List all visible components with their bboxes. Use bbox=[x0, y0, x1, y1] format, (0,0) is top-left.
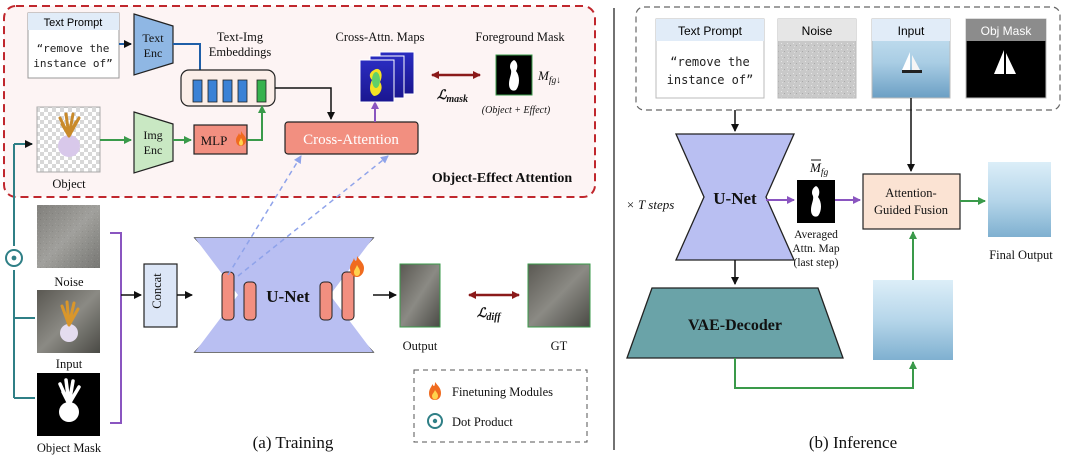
attention-guided-fusion-block: Attention- Guided Fusion bbox=[862, 173, 961, 230]
text-prompt-card: Text Prompt “remove the instance of” bbox=[27, 12, 120, 79]
fire-icon bbox=[350, 256, 364, 277]
embeddings-title-line1: Text-Img bbox=[217, 30, 264, 44]
image-encoder: Img Enc bbox=[133, 111, 174, 174]
img-enc-line2: Enc bbox=[144, 143, 163, 157]
embedding-token-image bbox=[256, 79, 267, 103]
object-label: Object bbox=[52, 177, 86, 191]
mlp-label: MLP bbox=[201, 133, 228, 148]
final-output-image bbox=[988, 162, 1051, 237]
inference-obj-mask-title: Obj Mask bbox=[981, 24, 1033, 38]
noise-label: Noise bbox=[54, 275, 84, 289]
text-prompt-line1: “remove the bbox=[37, 42, 110, 55]
embedding-token bbox=[237, 79, 248, 103]
decoded-image bbox=[873, 280, 953, 360]
mlp-block: MLP bbox=[193, 124, 248, 155]
inference-text-prompt-card: Text Prompt “remove the instance of” bbox=[655, 18, 765, 99]
object-mask-image bbox=[37, 373, 100, 436]
output-image bbox=[399, 263, 441, 328]
averaged-line1: Averaged bbox=[794, 229, 838, 241]
inference-input-title: Input bbox=[898, 24, 925, 38]
averaged-line2: Attn. Map bbox=[792, 243, 840, 255]
input-label: Input bbox=[56, 357, 83, 371]
mfg-label: Mfg↓ bbox=[537, 68, 561, 86]
output-label: Output bbox=[403, 339, 438, 353]
img-enc-line1: Img bbox=[143, 128, 162, 142]
gt-label: GT bbox=[551, 339, 568, 353]
object-effect-note: (Object + Effect) bbox=[482, 105, 551, 116]
gt-image bbox=[527, 263, 591, 328]
object-image bbox=[36, 106, 101, 173]
foreground-mask-label: Foreground Mask bbox=[475, 30, 565, 44]
loss-diff-label: ℒdiff bbox=[477, 305, 502, 323]
cross-attention-label: Cross-Attention bbox=[303, 132, 399, 148]
text-enc-line2: Enc bbox=[144, 46, 163, 60]
unet-inference: U-Net bbox=[674, 133, 796, 261]
unet-attn-layer bbox=[341, 271, 355, 321]
inference-unet-label: U-Net bbox=[713, 189, 757, 208]
legend-dot-label: Dot Product bbox=[452, 415, 513, 429]
embedding-token bbox=[222, 79, 233, 103]
inference-obj-mask-card: Obj Mask bbox=[965, 18, 1047, 99]
fire-icon bbox=[429, 382, 441, 400]
averaged-attn-map-image bbox=[797, 180, 835, 223]
object-effect-attention-title: Object-Effect Attention bbox=[432, 171, 573, 186]
embedding-token bbox=[192, 79, 203, 103]
unet-attn-layer bbox=[243, 281, 257, 321]
inference-caption: (b) Inference bbox=[809, 433, 897, 452]
text-encoder: Text Enc bbox=[133, 13, 174, 76]
final-output-label: Final Output bbox=[989, 248, 1053, 262]
fusion-line2: Guided Fusion bbox=[874, 203, 949, 217]
inference-input-card: Input bbox=[871, 18, 951, 99]
inference-noise-title: Noise bbox=[802, 24, 833, 38]
mfg-hat-label: Mfg bbox=[809, 160, 828, 178]
text-prompt-title: Text Prompt bbox=[44, 17, 103, 29]
inference-text-prompt-title: Text Prompt bbox=[678, 24, 743, 38]
legend: Finetuning Modules Dot Product bbox=[413, 369, 588, 443]
averaged-line3: (last step) bbox=[793, 257, 838, 269]
concat-block: Concat bbox=[143, 263, 178, 328]
steps-label: × T steps bbox=[626, 197, 674, 212]
unet-label: U-Net bbox=[266, 287, 310, 306]
loss-mask-label: ℒmask bbox=[437, 87, 468, 105]
unet-training: U-Net bbox=[193, 237, 375, 353]
unet-attn-layer bbox=[221, 271, 235, 321]
cross-attn-maps-stack bbox=[359, 51, 415, 103]
fire-icon bbox=[236, 131, 246, 146]
inference-noise-card: Noise bbox=[777, 18, 857, 99]
text-enc-line1: Text bbox=[142, 31, 164, 45]
legend-finetune-label: Finetuning Modules bbox=[452, 385, 553, 399]
inference-text-prompt-line1: “remove the bbox=[670, 55, 749, 69]
vae-decoder-block: VAE-Decoder bbox=[626, 287, 844, 359]
dot-product-icon bbox=[427, 413, 443, 429]
vae-decoder-label: VAE-Decoder bbox=[688, 317, 782, 334]
fusion-line1: Attention- bbox=[885, 186, 936, 200]
object-mask-label: Object Mask bbox=[37, 441, 102, 455]
cross-attn-maps-label: Cross-Attn. Maps bbox=[336, 30, 425, 44]
unet-attn-layer bbox=[319, 281, 333, 321]
embedding-token bbox=[207, 79, 218, 103]
concat-label: Concat bbox=[150, 273, 164, 309]
cross-attention-block: Cross-Attention bbox=[284, 121, 419, 155]
dot-product-icon bbox=[5, 249, 23, 267]
inference-text-prompt-line2: instance of” bbox=[667, 73, 754, 87]
input-image bbox=[37, 290, 100, 353]
noise-image bbox=[37, 205, 100, 268]
foreground-mask-image bbox=[495, 54, 533, 96]
text-img-embeddings bbox=[180, 69, 276, 107]
training-caption: (a) Training bbox=[253, 433, 334, 452]
text-prompt-line2: instance of” bbox=[33, 57, 112, 70]
embeddings-title-line2: Embeddings bbox=[209, 45, 272, 59]
